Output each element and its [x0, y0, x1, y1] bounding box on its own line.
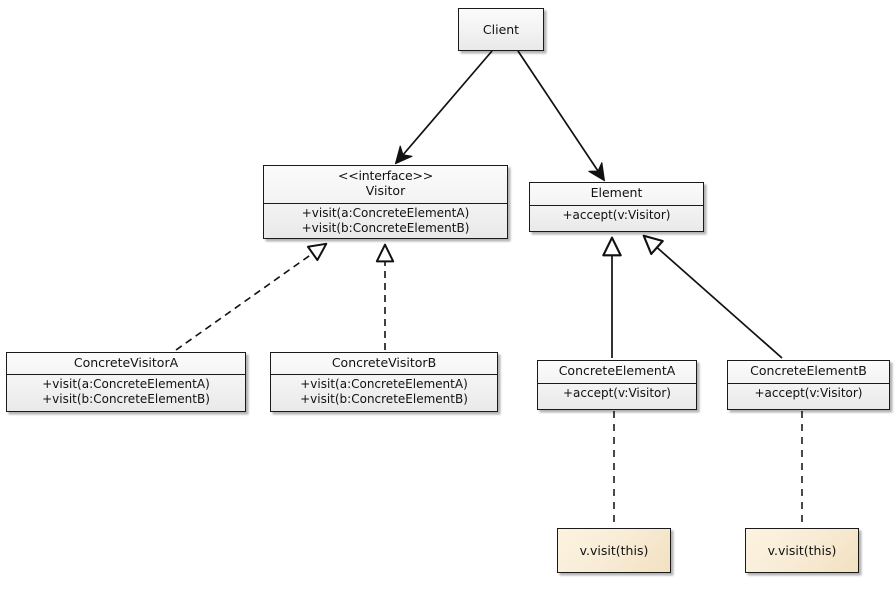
class-header-concreteelementb: ConcreteElementB [728, 361, 889, 384]
class-header-concretevisitorb: ConcreteVisitorB [271, 353, 497, 375]
edge-concretevisitora-to-visitor [175, 242, 328, 351]
class-name-client: Client [482, 22, 520, 38]
class-name-concretevisitora: ConcreteVisitorA [73, 355, 179, 370]
method-item: +accept(v:Visitor) [562, 208, 671, 222]
method-item: +accept(v:Visitor) [562, 386, 671, 400]
method-item: +visit(b:ConcreteElementB) [301, 221, 470, 236]
class-box-client[interactable]: Client [458, 8, 544, 51]
class-methods-concretevisitorb: +visit(a:ConcreteElementA) +visit(b:Conc… [271, 375, 497, 410]
note-box-concreteelementb[interactable]: v.visit(this) [745, 528, 859, 573]
method-item: +accept(v:Visitor) [754, 386, 863, 400]
note-text: v.visit(this) [579, 543, 649, 558]
note-box-concreteelementa[interactable]: v.visit(this) [557, 528, 671, 573]
class-header-visitor: <<interface>> Visitor [264, 166, 507, 204]
class-box-concretevisitora[interactable]: ConcreteVisitorA +visit(a:ConcreteElemen… [6, 352, 246, 412]
class-header-element: Element [530, 183, 703, 206]
edge-client-to-visitor [394, 50, 493, 165]
edge-concreteelementb-to-element [642, 234, 783, 359]
class-box-concreteelementb[interactable]: ConcreteElementB +accept(v:Visitor) [727, 360, 890, 410]
method-item: +visit(a:ConcreteElementA) [301, 206, 470, 220]
class-box-element[interactable]: Element +accept(v:Visitor) [529, 182, 704, 232]
class-name-element: Element [590, 185, 643, 200]
class-header-concretevisitora: ConcreteVisitorA [7, 353, 245, 375]
class-name-concreteelementa: ConcreteElementA [558, 363, 676, 378]
class-methods-element: +accept(v:Visitor) [530, 206, 703, 226]
class-box-visitor[interactable]: <<interface>> Visitor +visit(a:ConcreteE… [263, 165, 508, 239]
class-header-client: Client [459, 9, 543, 52]
class-stereotype-visitor: <<interface>> [337, 168, 434, 183]
class-name-visitor: Visitor [365, 183, 406, 199]
class-methods-concreteelementb: +accept(v:Visitor) [728, 384, 889, 404]
class-name-concreteelementb: ConcreteElementB [750, 363, 867, 378]
class-name-concretevisitorb: ConcreteVisitorB [331, 355, 437, 370]
edge-client-to-element [517, 50, 605, 182]
method-item: +visit(a:ConcreteElementA) [300, 377, 468, 391]
class-box-concretevisitorb[interactable]: ConcreteVisitorB +visit(a:ConcreteElemen… [270, 352, 498, 412]
method-item: +visit(a:ConcreteElementA) [42, 377, 210, 391]
method-item: +visit(b:ConcreteElementB) [42, 392, 210, 407]
class-header-concreteelementa: ConcreteElementA [538, 361, 696, 384]
class-methods-concretevisitora: +visit(a:ConcreteElementA) +visit(b:Conc… [7, 375, 245, 410]
class-methods-visitor: +visit(a:ConcreteElementA) +visit(b:Conc… [264, 204, 507, 239]
class-box-concreteelementa[interactable]: ConcreteElementA +accept(v:Visitor) [537, 360, 697, 410]
class-methods-concreteelementa: +accept(v:Visitor) [538, 384, 696, 404]
note-text: v.visit(this) [767, 543, 837, 558]
method-item: +visit(b:ConcreteElementB) [300, 392, 468, 407]
